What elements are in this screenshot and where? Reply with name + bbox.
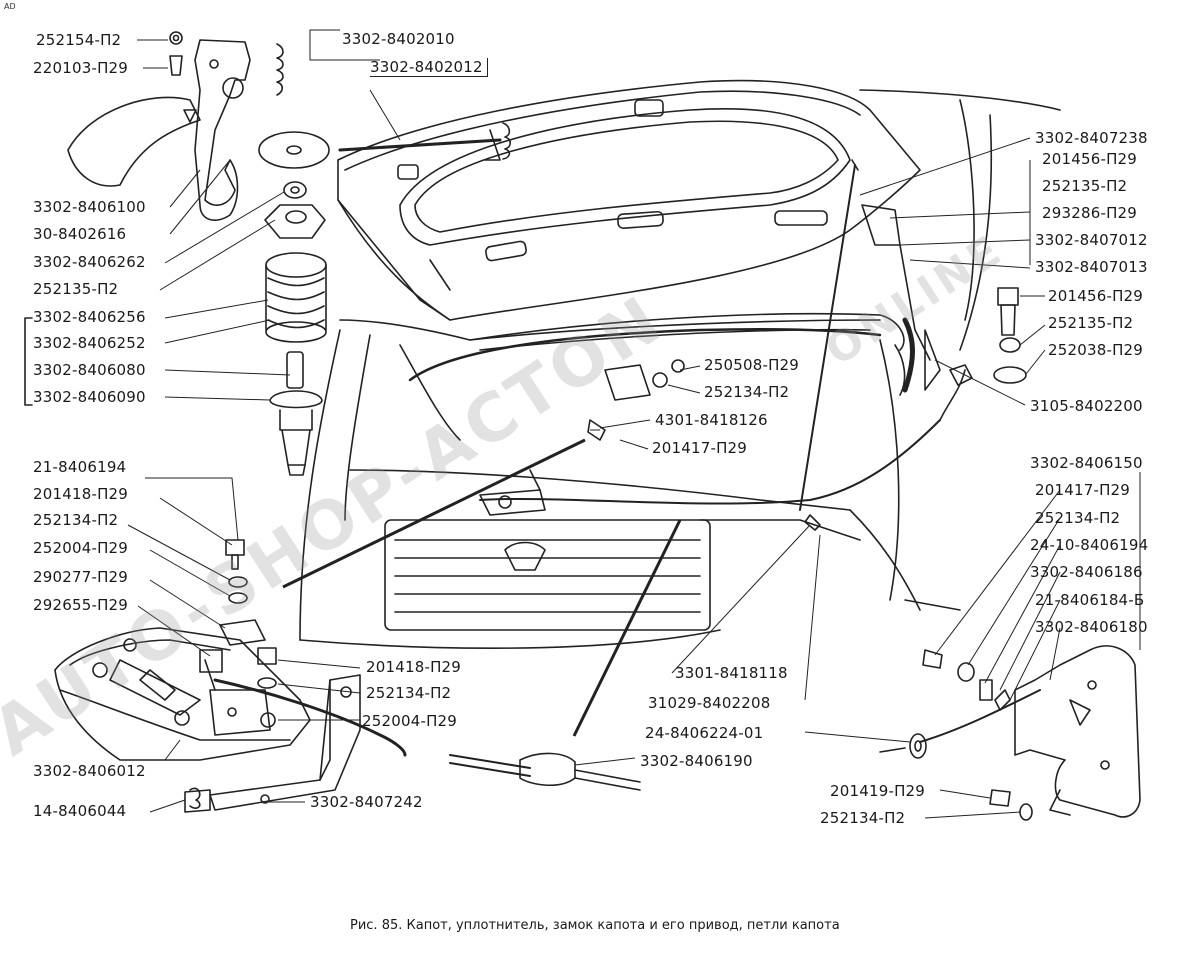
part-label: 201418-П29 (33, 485, 129, 503)
part-label: 3302-8406256 (33, 308, 146, 326)
corner-mark: AD (4, 2, 16, 11)
part-label: 220103-П29 (33, 59, 129, 77)
bolt-stack-right (949, 287, 1027, 386)
part-label: 3302-8402010 (342, 30, 455, 48)
part-label: 201417-П29 (652, 439, 748, 457)
hood-panel (337, 79, 921, 321)
part-label: 201456-П29 (1048, 287, 1144, 305)
buffer-stack (258, 131, 330, 476)
bolt-stack-left (184, 539, 277, 813)
part-label: 201418-П29 (366, 658, 462, 676)
release-handle-bracket (879, 645, 1141, 821)
part-label: 3301-8418118 (675, 664, 788, 682)
part-label: 252134-П2 (820, 809, 906, 827)
part-label: 3302-8407013 (1035, 258, 1148, 276)
part-label: 3302-8406080 (33, 361, 146, 379)
hinge-right (861, 204, 941, 393)
part-label: 252135-П2 (1048, 314, 1134, 332)
part-label: 3302-8406100 (33, 198, 146, 216)
part-label: 31029-8402208 (648, 694, 771, 712)
part-label: 3302-8406012 (33, 762, 146, 780)
part-label: 201456-П29 (1042, 150, 1138, 168)
lock-plate (54, 627, 407, 761)
figure-caption: Рис. 85. Капот, уплотнитель, замок капот… (350, 918, 840, 933)
body-outline (299, 89, 1061, 649)
part-label: 3302-8402012 (370, 58, 488, 77)
bracket-250508 (587, 359, 685, 441)
part-label: 3302-8406190 (640, 752, 753, 770)
cable-sleeve (449, 752, 641, 791)
part-label: 3302-8406262 (33, 253, 146, 271)
part-label: 30-8402616 (33, 225, 127, 243)
part-label: 3105-8402200 (1030, 397, 1143, 415)
label-bracket-left (24, 138, 502, 406)
part-label: 293286-П29 (1042, 204, 1138, 222)
part-label: 14-8406044 (33, 802, 127, 820)
part-label: 21-8406184-Б (1035, 591, 1145, 609)
part-label: 252004-П29 (33, 539, 129, 557)
part-label: 290277-П29 (33, 568, 129, 586)
part-label: 252004-П29 (362, 712, 458, 730)
leader-lines (127, 29, 1141, 819)
part-label: 3302-8406180 (1035, 618, 1148, 636)
part-label: 252135-П2 (33, 280, 119, 298)
part-label: 252135-П2 (1042, 177, 1128, 195)
part-label: 3302-8406150 (1030, 454, 1143, 472)
part-label: 252134-П2 (33, 511, 119, 529)
release-cable (479, 419, 941, 505)
part-label: 3302-8406252 (33, 334, 146, 352)
part-label: 3302-8407012 (1035, 231, 1148, 249)
part-label: 292655-П29 (33, 596, 129, 614)
part-label: 4301-8418126 (655, 411, 768, 429)
part-label: 3302-8407242 (310, 793, 423, 811)
bracket-8407242 (209, 674, 361, 811)
part-label: 201419-П29 (830, 782, 926, 800)
part-label: 250508-П29 (704, 356, 800, 374)
lock-small (479, 469, 546, 516)
part-label: 21-8406194 (33, 458, 127, 476)
part-label: 201417-П29 (1035, 481, 1131, 499)
part-label: 252134-П2 (366, 684, 452, 702)
part-label: 3302-8407238 (1035, 129, 1148, 147)
part-label: 3302-8406186 (1030, 563, 1143, 581)
part-label: 24-10-8406194 (1030, 536, 1149, 554)
part-label: 252154-П2 (36, 31, 122, 49)
part-label: 252038-П29 (1048, 341, 1144, 359)
prop-rod (799, 164, 856, 511)
safety-hook (67, 31, 284, 221)
part-label: 3302-8406090 (33, 388, 146, 406)
part-label: 252134-П2 (1035, 509, 1121, 527)
part-label: 252134-П2 (704, 383, 790, 401)
part-label: 24-8406224-01 (645, 724, 764, 742)
